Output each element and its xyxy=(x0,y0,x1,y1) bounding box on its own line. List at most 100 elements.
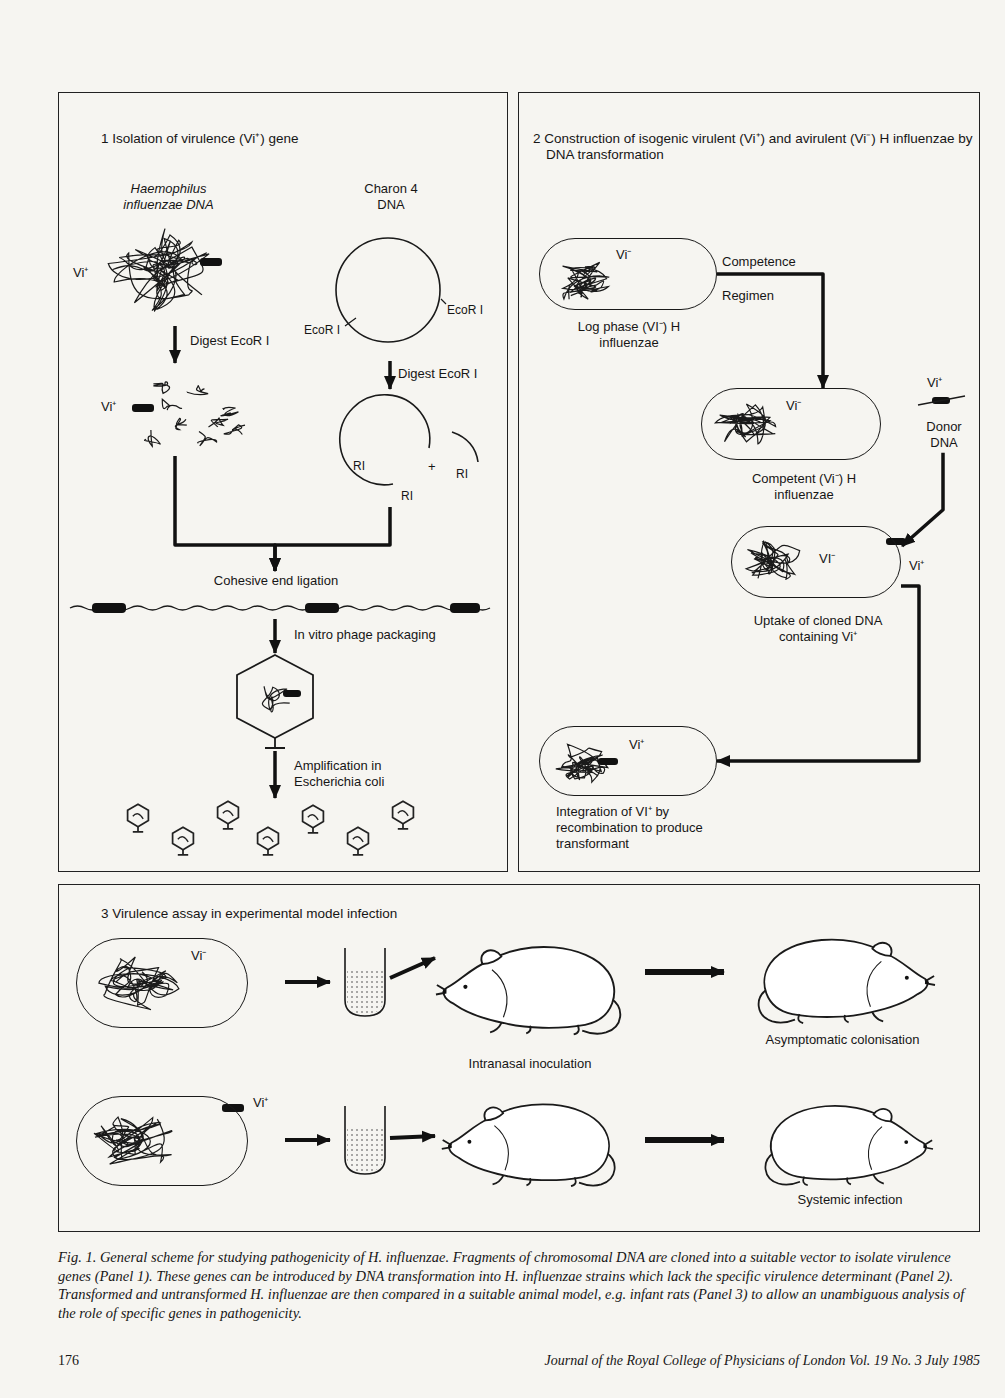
process-arrow xyxy=(285,980,330,984)
vector-arms: RI RI RI xyxy=(331,389,491,507)
phage xyxy=(237,655,313,738)
dna-strand xyxy=(162,399,182,410)
label-text: Haemophilus influenzae DNA xyxy=(106,181,231,213)
label-text: Vi⁺ xyxy=(101,399,131,415)
label-text: VI⁻ xyxy=(819,551,849,567)
label-text: Donor DNA xyxy=(919,419,969,451)
dna-strands xyxy=(70,229,800,1165)
phage-plaques xyxy=(173,827,194,855)
virulence-gene xyxy=(92,603,126,613)
panel: 1 Isolation of virulence (Vi⁺) geneHaemo… xyxy=(58,92,508,872)
flow-arrow xyxy=(273,619,277,653)
flow-arrow xyxy=(175,456,275,571)
infant-rat xyxy=(759,940,935,1024)
dna-strand xyxy=(746,541,800,579)
flow-arrow xyxy=(173,326,177,363)
label-text: 2 Construction of isogenic virulent (Vi⁺… xyxy=(533,131,973,164)
phage xyxy=(237,655,313,748)
label-text: Vi⁺ xyxy=(909,558,939,574)
process-arrow xyxy=(285,1138,330,1142)
page-number: 176 xyxy=(58,1352,118,1369)
bacterial-cell: Vi⁺ Integration of VI⁺ by recombination t… xyxy=(539,726,719,854)
culture-tube xyxy=(347,970,383,1014)
virulence-gene xyxy=(283,690,301,697)
vector-dna xyxy=(340,395,430,485)
dna-strand xyxy=(94,1117,172,1164)
vector-dna xyxy=(336,238,478,485)
label-text: Vi⁻ xyxy=(786,398,816,414)
dna-strand xyxy=(715,404,775,444)
vector-dna xyxy=(336,238,440,342)
virulence-gene xyxy=(450,603,480,613)
label-text: Vi⁻ xyxy=(616,247,646,263)
bacterial-cell: VI⁻ Vi⁺ Uptake of cloned DNA containing Vi… xyxy=(731,526,941,651)
bacterial-cell: Vi⁻ Competent (Vi⁻) H influenzae xyxy=(701,388,886,513)
culture-tube xyxy=(347,1128,383,1172)
dna-strand xyxy=(221,407,238,415)
virulence-gene xyxy=(598,758,618,765)
cell-outline xyxy=(76,938,248,1028)
label-text: Vi⁺ xyxy=(629,737,659,753)
vector-dna xyxy=(452,432,478,462)
journal-footer: Journal of the Royal College of Physicia… xyxy=(380,1352,980,1369)
dna-strand xyxy=(175,418,186,429)
dna-strand xyxy=(563,262,610,299)
phage: In vitro phage packaging xyxy=(229,653,496,751)
process-arrow xyxy=(390,1136,435,1138)
phage-plaques xyxy=(218,801,239,829)
label-text: 3 Virulence assay in experimental model … xyxy=(101,906,701,922)
bacterial-cell: Vi⁻ Log phase (VI⁻) H influenzae xyxy=(539,238,719,360)
process-arrow xyxy=(645,969,724,975)
label-text: Amplification in Escherichia coli xyxy=(294,758,414,790)
phage-plaques xyxy=(348,827,369,855)
label-text: EcoR I xyxy=(304,323,348,338)
label-text: EcoR I xyxy=(447,303,491,318)
label-text: RI xyxy=(353,459,377,474)
culture-tube xyxy=(345,948,385,1016)
label-text: Vi⁺ xyxy=(927,375,957,391)
culture-tube xyxy=(345,1106,385,1174)
dna-strand xyxy=(153,382,169,394)
bacterial-cell: Vi⁻ xyxy=(76,938,248,1028)
dna-strand xyxy=(99,957,179,1010)
dna-strand xyxy=(224,425,245,435)
dna-strand xyxy=(209,418,229,427)
dna-strand xyxy=(145,430,161,446)
flow-arrow xyxy=(388,361,392,389)
flow-arrow xyxy=(717,586,919,761)
virulence-gene xyxy=(200,258,222,266)
process-arrow xyxy=(390,958,435,978)
label-text: Uptake of cloned DNA containing Vi⁺ xyxy=(743,613,893,645)
dna-strand xyxy=(108,229,209,311)
infant-rat xyxy=(765,1106,933,1185)
label-text: RI xyxy=(456,467,480,482)
arrow-label: Competence Regimen xyxy=(722,245,817,313)
label-text: Competent (Vi⁻) H influenzae xyxy=(729,471,879,503)
phage-plaques xyxy=(128,804,149,832)
infant-rat xyxy=(442,1104,615,1186)
label-text: 1 Isolation of virulence (Vi⁺) gene xyxy=(101,131,496,147)
phage xyxy=(265,738,285,748)
culture-tube xyxy=(345,948,385,1174)
phage-plaques xyxy=(258,827,279,855)
label-text: RI xyxy=(401,489,425,504)
label-text: Log phase (VI⁻) H influenzae xyxy=(559,319,699,351)
vector-dna: Charon 4 DNAEcoR IEcoR I xyxy=(301,179,493,361)
label-text: Integration of VI⁺ by recombination to p… xyxy=(556,804,716,852)
plus-sign: + xyxy=(428,459,442,475)
virulence-gene xyxy=(222,1104,244,1112)
phage-plaques xyxy=(303,805,324,833)
outcome-label: Intranasal inoculation xyxy=(440,1056,620,1072)
virulence-gene xyxy=(132,404,154,412)
vector-dna xyxy=(345,299,446,326)
recombinant-dna xyxy=(70,606,490,610)
cell-outline xyxy=(76,1096,248,1186)
label-text: Vi⁺ xyxy=(253,1095,283,1111)
arrow-label: Digest EcoR I xyxy=(190,333,300,349)
outcome-label: Asymptomatic colonisation xyxy=(735,1032,950,1048)
label-text: In vitro phage packaging xyxy=(294,627,494,643)
dna-fragments: Vi⁺ xyxy=(96,363,256,456)
dna-strand xyxy=(198,431,217,446)
cell-outline xyxy=(731,526,901,598)
